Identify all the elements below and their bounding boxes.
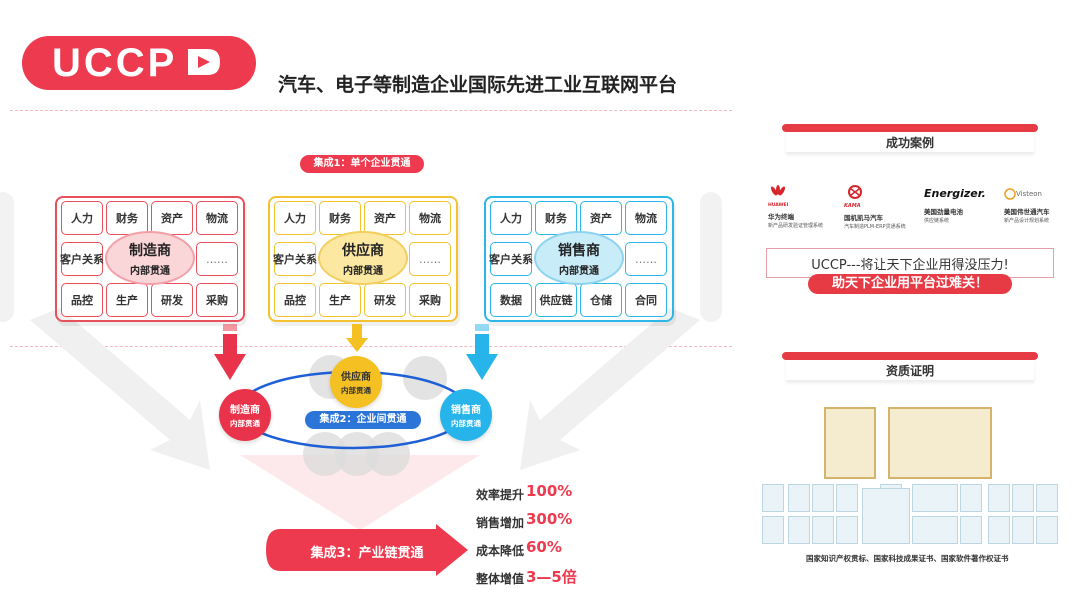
- panel-manufacturer: 人力财务资产物流客户关系 …… 品控生产研发采购制造商内部贯通: [55, 196, 245, 322]
- module-cell: 资产: [151, 201, 193, 235]
- logo-text: UCCP: [52, 41, 178, 85]
- module-cell: 生产: [319, 283, 361, 317]
- client-visteon: Visteon 美国伟世通汽车 新产品设计规划系统: [1004, 187, 1050, 224]
- integration3-label: 集成3：产业链贯通: [310, 546, 424, 561]
- down-arrows: [214, 324, 498, 380]
- module-cell: 人力: [274, 201, 316, 235]
- certificate-thumbnail: [1012, 484, 1034, 512]
- module-cell: 生产: [106, 283, 148, 317]
- certificate-thumbnail: [1036, 484, 1058, 512]
- result-value: 300%: [526, 510, 573, 528]
- module-cell: 仓储: [580, 283, 622, 317]
- module-cell: 财务: [106, 201, 148, 235]
- module-cell: 数据: [490, 283, 532, 317]
- module-cell: 研发: [364, 283, 406, 317]
- module-cell: ……: [196, 242, 238, 276]
- module-cell: 资产: [364, 201, 406, 235]
- kama-logo-icon: [848, 185, 862, 199]
- certificate-gold-wide: [888, 407, 992, 479]
- panel-center-supplier: 供应商内部贯通: [318, 231, 408, 285]
- result-value: 100%: [526, 482, 573, 500]
- panel-center-seller: 销售商内部贯通: [534, 231, 624, 285]
- cases-title: 成功案例: [886, 136, 935, 150]
- integration2-badge: 集成2：企业间贯通: [305, 411, 421, 429]
- module-cell: 财务: [535, 201, 577, 235]
- certificate-thumbnail: [912, 516, 958, 544]
- logo-play-icon: [188, 49, 220, 75]
- certificate-thumbnail: [1012, 516, 1034, 544]
- module-cell: 财务: [319, 201, 361, 235]
- certificate-thumbnail: [788, 516, 810, 544]
- divider-top: [10, 110, 732, 111]
- module-cell: 物流: [196, 201, 238, 235]
- certificate-gold: [824, 407, 876, 479]
- module-cell: 研发: [151, 283, 193, 317]
- background-arrows: [30, 308, 700, 530]
- qualifications-title: 资质证明: [886, 364, 935, 378]
- module-cell: 品控: [61, 283, 103, 317]
- certificate-thumbnail: [960, 484, 982, 512]
- result-label: 整体增值: [476, 572, 525, 586]
- panel-center-manufacturer: 制造商内部贯通: [105, 231, 195, 285]
- qualifications-header-bar: [782, 352, 1038, 381]
- module-cell: 物流: [409, 201, 451, 235]
- divider-middle: [10, 346, 732, 347]
- module-cell: 采购: [196, 283, 238, 317]
- client-kama: KAMA 国机凯马汽车 汽车制造PLM-ERP贯通系统: [844, 184, 914, 230]
- left-decoration: [0, 192, 14, 322]
- certificate-thumbnail: [762, 516, 784, 544]
- module-cell: 客户关系: [273, 242, 317, 276]
- module-cell: 采购: [409, 283, 451, 317]
- cases-header-bar: [782, 124, 1038, 153]
- grey-bubble: [366, 432, 410, 476]
- result-value: 60%: [526, 538, 562, 556]
- result-label: 成本降低: [476, 544, 525, 558]
- page-headline: 汽车、电子等制造企业国际先进工业互联网平台: [278, 74, 678, 96]
- module-cell: ……: [625, 242, 667, 276]
- node-seller: 销售商 内部贯通: [440, 389, 492, 441]
- client-energizer: Energizer. 美国劲量电池 供应链系统: [924, 184, 994, 224]
- certificate-thumbnail: [762, 484, 784, 512]
- certificate-thumbnail: [862, 488, 910, 544]
- panel-seller: 人力财务资产物流客户关系 …… 数据供应链仓储合同销售商内部贯通: [484, 196, 674, 322]
- integration1-badge: 集成1：单个企业贯通: [300, 155, 424, 173]
- certificate-thumbnail: [812, 484, 834, 512]
- certificates-caption: 国家知识产权贯标、国家科技成果证书、国家软件著作权证书: [806, 554, 1009, 563]
- certificate-thumbnail: [988, 516, 1010, 544]
- module-cell: ……: [409, 242, 451, 276]
- visteon-logo-icon: [1004, 187, 1016, 200]
- node-supplier: 供应商 内部贯通: [330, 356, 382, 408]
- module-cell: 物流: [625, 201, 667, 235]
- slogan-highlight: 助天下企业用平台过难关！: [808, 274, 1012, 294]
- certificate-thumbnail: [836, 484, 858, 512]
- certificate-thumbnail: [912, 484, 958, 512]
- certificate-thumbnail: [788, 484, 810, 512]
- certificate-thumbnail: [836, 516, 858, 544]
- certificate-thumbnail: [988, 484, 1010, 512]
- module-cell: 品控: [274, 283, 316, 317]
- module-cell: 人力: [61, 201, 103, 235]
- module-cell: 合同: [625, 283, 667, 317]
- certificate-thumbnail: [1036, 516, 1058, 544]
- module-cell: 资产: [580, 201, 622, 235]
- right-decoration: [700, 192, 722, 322]
- certificate-thumbnail: [812, 516, 834, 544]
- result-label: 销售增加: [476, 516, 525, 530]
- module-cell: 客户关系: [489, 242, 533, 276]
- result-value: 3—5倍: [526, 568, 577, 586]
- result-label: 效率提升: [476, 488, 525, 502]
- module-cell: 人力: [490, 201, 532, 235]
- certificate-thumbnail: [960, 516, 982, 544]
- energizer-logo: Energizer.: [924, 187, 986, 200]
- panel-supplier: 人力财务资产物流客户关系 …… 品控生产研发采购供应商内部贯通: [268, 196, 458, 322]
- slogan-text: UCCP---将让天下企业用得没压力!: [811, 258, 1009, 273]
- huawei-logo-icon: [770, 185, 786, 196]
- client-huawei: HUAWEI 华为终端 新产品研发验证管理系统: [768, 184, 838, 229]
- module-cell: 供应链: [535, 283, 577, 317]
- integration3-arrow: [266, 524, 468, 576]
- module-cell: 客户关系: [60, 242, 104, 276]
- node-manufacturer: 制造商 内部贯通: [219, 389, 271, 441]
